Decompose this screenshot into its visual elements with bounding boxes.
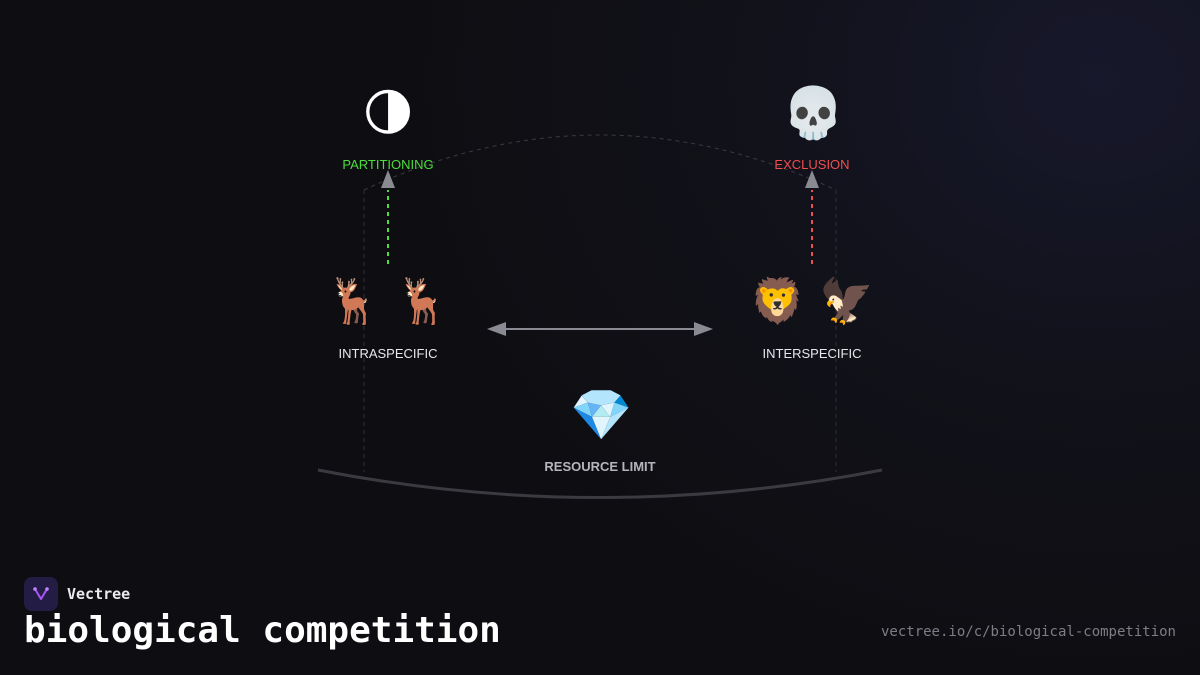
- brand: Vectree: [24, 577, 130, 611]
- exclusion-label: EXCLUSION: [774, 157, 850, 172]
- interspecific-label: INTERSPECIFIC: [762, 346, 862, 361]
- intraspecific-label: INTRASPECIFIC: [338, 346, 438, 361]
- double-arrow-right-head: [694, 322, 713, 336]
- page-title: biological competition: [24, 610, 501, 651]
- resource-limit-label: RESOURCE LIMIT: [544, 459, 656, 474]
- exclusion-arrowhead: [805, 170, 819, 188]
- page-url[interactable]: vectree.io/c/biological-competition: [880, 624, 1176, 640]
- half-moon-icon: 🌗: [361, 84, 415, 142]
- resource-bowl-curve: [317, 468, 883, 499]
- gem-icon: 💎: [570, 386, 633, 444]
- skull-icon: 💀: [782, 84, 845, 142]
- upper-dashed-arc: [363, 134, 837, 191]
- brand-name: Vectree: [67, 585, 131, 603]
- partitioning-label: PARTITIONING: [342, 157, 434, 172]
- vectree-logo-icon: [24, 577, 58, 611]
- deer-pair-icon: 🦌 🦌: [326, 276, 450, 327]
- partitioning-arrowhead: [381, 170, 395, 188]
- lion-eagle-icon: 🦁 🦅: [750, 276, 874, 327]
- double-arrow-left-head: [487, 322, 506, 336]
